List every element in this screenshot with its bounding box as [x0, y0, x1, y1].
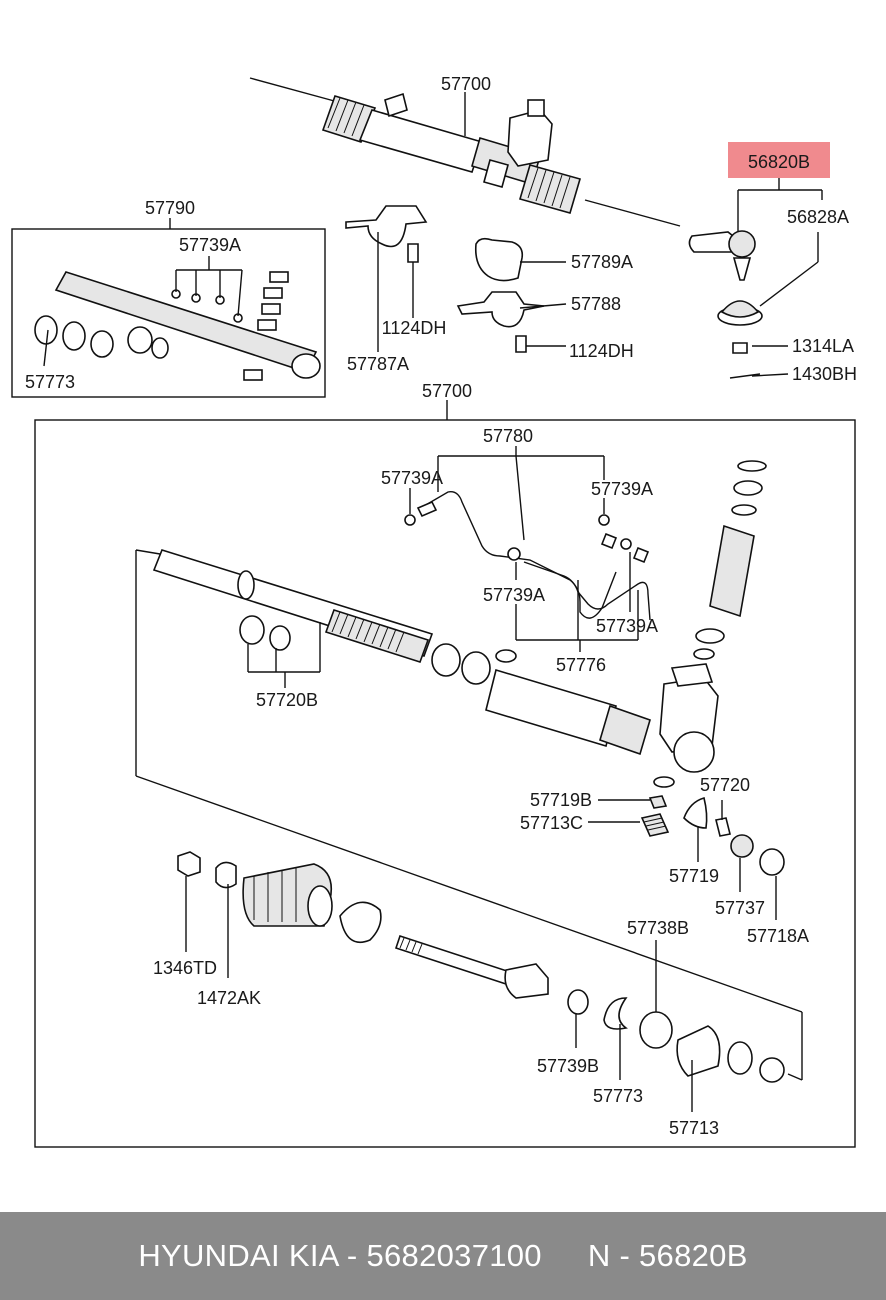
label-main-assembly: 57700 [422, 381, 472, 401]
label-tube-oring-tr: 57739A [591, 479, 653, 499]
label-bracket-left: 57787A [347, 354, 409, 374]
main-exploded-box [34, 400, 856, 1148]
label-inner-snap-ring: 57773 [593, 1086, 643, 1106]
label-castle-nut: 1314LA [792, 336, 854, 356]
label-tube-oring-mr: 57739A [596, 616, 658, 636]
tie-rod-end-drawing [688, 230, 763, 379]
label-bracket-left-bolt: 1124DH [382, 318, 447, 338]
label-top-assembly: 57700 [441, 74, 491, 94]
label-bushing-a: 57789A [571, 252, 633, 272]
label-boot-clip: 1472AK [197, 988, 261, 1008]
label-spring: 57720 [700, 775, 750, 795]
bushing-kit-box [11, 228, 326, 398]
bracket-drawings [345, 205, 789, 377]
label-pinion-ring: 57718A [747, 926, 809, 946]
label-bracket-right-bolt: 1124DH [569, 341, 634, 361]
top-rack-assembly-drawing [249, 77, 681, 227]
label-tube-oring-tl: 57739A [381, 468, 443, 488]
label-tube-oring-ml: 57739A [483, 585, 545, 605]
label-rack-seals: 57720B [256, 690, 318, 710]
label-tie-rod-nut: 1346TD [153, 958, 217, 978]
footer-bar: HYUNDAI KIA - 5682037100 N - 56820B [0, 1212, 886, 1300]
tie-rod-end-leaders [43, 92, 823, 367]
label-bushing-b: 57738B [627, 918, 689, 938]
label-rack-end-washer: 57739B [537, 1056, 599, 1076]
label-ball-joint-boot: 56828A [787, 207, 849, 227]
label-rack-bushing: 57713 [669, 1118, 719, 1138]
label-plug-ball: 57737 [715, 898, 765, 918]
label-yoke-plug: 57713C [520, 813, 583, 833]
label-kit-orings: 57739A [179, 235, 241, 255]
label-kit-snap-ring: 57773 [25, 372, 75, 392]
label-cotter-pin: 1430BH [792, 364, 857, 384]
label-bracket-right: 57788 [571, 294, 621, 314]
callout-labels: 57700 56820B 56828A 57790 57739A 57773 5… [25, 74, 857, 1138]
label-feed-tubes: 57780 [483, 426, 533, 446]
label-bushing-kit: 57790 [145, 198, 195, 218]
footer-part-number: HYUNDAI KIA - 5682037100 [138, 1238, 542, 1273]
label-tube-set: 57776 [556, 655, 606, 675]
tie-rod-end-highlight [728, 142, 830, 178]
label-tie-rod-end: 56820B [748, 152, 810, 172]
label-yoke: 57719 [669, 866, 719, 886]
label-seal-b: 57719B [530, 790, 592, 810]
footer-ref-number: N - 56820B [587, 1238, 748, 1273]
parts-diagram: 57700 56820B 56828A 57790 57739A 57773 5… [11, 74, 857, 1148]
